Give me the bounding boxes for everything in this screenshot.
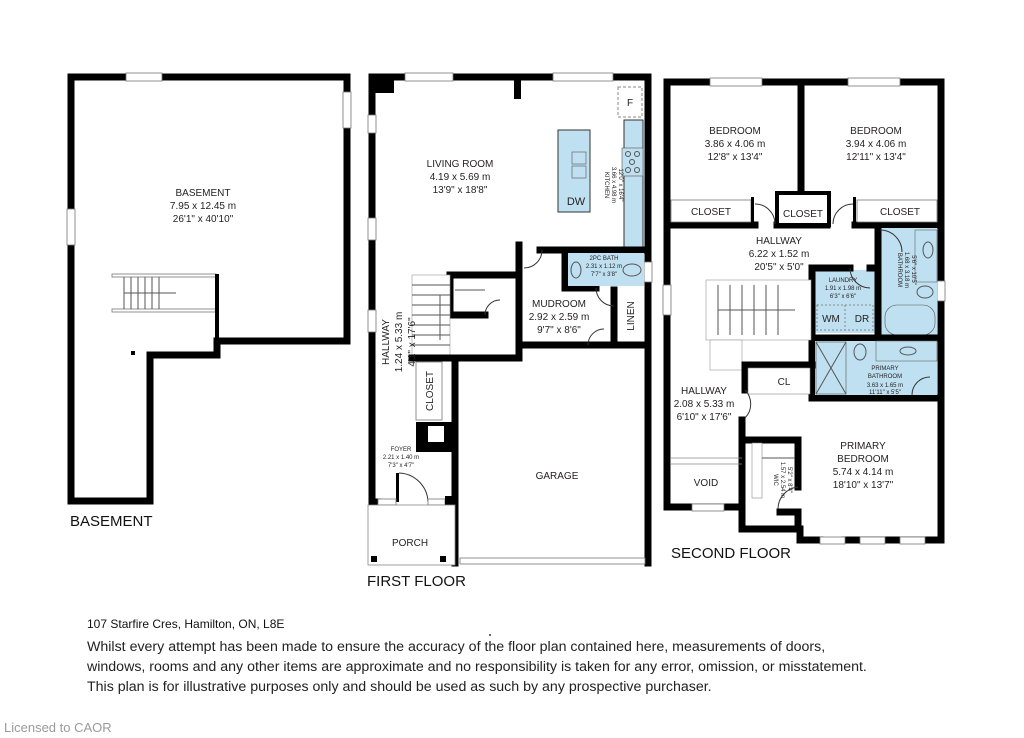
dishwasher-label: DW	[567, 196, 586, 208]
room-metric: 1.68 x 3.18 m	[903, 252, 909, 288]
footer: 107 Starfire Cres, Hamilton, ON, L8E Whi…	[87, 617, 1007, 697]
room-imperial: 18'10" x 13'7"	[833, 480, 894, 491]
room-name: KITCHEN	[603, 172, 609, 198]
room-metric: 3.94 x 4.06 m	[846, 139, 907, 150]
room-imperial: 7'3" x 4'7"	[388, 463, 414, 469]
room-name: PRIMARY	[840, 441, 886, 452]
washer-label: WM	[822, 314, 840, 325]
fridge-label: F	[627, 98, 633, 109]
closet-label: CLOSET	[425, 371, 436, 411]
first-floor-plan: F DW KITCHEN 3.66 x 4.98 m 12'0" x 16'4"…	[367, 72, 653, 590]
room-imperial: 6'3" x 6'6"	[830, 294, 856, 300]
room-name: WIC	[772, 474, 778, 486]
stove-icon	[621, 147, 644, 177]
room-metric: 2.31 x 1.12 m	[586, 264, 622, 270]
dryer-label: DR	[855, 314, 869, 325]
room-metric: 1.24 x 5.33 m	[394, 312, 405, 373]
floor-title-second-floor: SECOND FLOOR	[671, 545, 791, 562]
room-imperial: 13'9" x 18'8"	[433, 185, 488, 196]
sink-icon	[571, 151, 587, 179]
room-imperial: 7'7" x 3'8"	[591, 272, 617, 278]
closet-label: CLOSET	[691, 207, 731, 218]
license-watermark: Licensed to CAOR	[4, 720, 112, 735]
room-name: LIVING ROOM	[427, 159, 494, 170]
room-imperial: 12'11" x 13'4"	[846, 152, 906, 163]
room-metric: 3.66 x 4.98 m	[610, 167, 616, 203]
room-imperial: 26'1" x 40'10"	[173, 214, 234, 225]
room-metric: 5.74 x 4.14 m	[833, 467, 894, 478]
room-metric: 3.63 x 1.65 m	[867, 383, 903, 389]
room-imperial: 11'11" x 5'5"	[869, 390, 901, 396]
room-metric: 7.95 x 12.45 m	[170, 201, 236, 212]
second-floor-stairs	[705, 279, 812, 371]
floor-title-first-floor: FIRST FLOOR	[367, 573, 466, 590]
room-name: PRIMARY	[871, 366, 898, 372]
closet-label: CLOSET	[880, 207, 920, 218]
room-metric: 2.92 x 2.59 m	[529, 312, 590, 323]
void-label: VOID	[694, 478, 718, 489]
property-address: 107 Starfire Cres, Hamilton, ON, L8E	[87, 617, 285, 631]
closet-label: CLOSET	[783, 209, 823, 220]
closet-label: CL	[778, 377, 791, 388]
floor-plan: BASEMENT 7.95 x 12.45 m 26'1" x 40'10" B…	[66, 72, 946, 590]
room-metric: 1.91 x 1.98 m	[825, 286, 861, 292]
room-metric: 3.86 x 4.06 m	[705, 139, 766, 150]
second-floor-plan: CLOSET CLOSET CLOSET BEDROOM 3.86 x 4.06…	[662, 77, 946, 562]
garage-label: GARAGE	[536, 471, 579, 482]
room-name: FOYER	[391, 447, 412, 453]
disclaimer-line: This plan is for illustrative purposes o…	[87, 679, 712, 695]
room-metric: 2.21 x 1.40 m	[383, 455, 419, 461]
disclaimer-line: Whilst every attempt has been made to en…	[87, 639, 826, 655]
disclaimer-line: windows, rooms and any other items are a…	[87, 659, 867, 675]
room-imperial: 12'0" x 16'4"	[617, 169, 623, 202]
room-name: BEDROOM	[850, 126, 902, 137]
room-metric: 6.22 x 1.52 m	[749, 249, 810, 260]
porch-label: PORCH	[392, 538, 428, 549]
room-name-2: BEDROOM	[837, 454, 889, 465]
room-imperial: 5'2" x 8'4"	[786, 467, 792, 493]
room-imperial: 12'8" x 13'4"	[708, 152, 763, 163]
room-imperial: 4'1" x 17'6"	[407, 317, 418, 367]
room-name: BATHROOM	[896, 253, 902, 287]
room-imperial: 5'6" x 10'5"	[910, 255, 916, 285]
kitchen-counter	[623, 119, 644, 249]
room-name: LAUNDRY	[829, 278, 858, 284]
room-name: HALLWAY	[756, 236, 802, 247]
basement-plan: BASEMENT 7.95 x 12.45 m 26'1" x 40'10" B…	[66, 72, 352, 530]
room-metric: 2.08 x 5.33 m	[674, 399, 735, 410]
room-imperial: 20'5" x 5'0"	[754, 262, 804, 273]
room-name: BEDROOM	[709, 126, 761, 137]
room-name: HALLWAY	[681, 386, 727, 397]
room-name: MUDROOM	[532, 299, 586, 310]
room-name: BASEMENT	[175, 188, 230, 199]
room-name: 2PC BATH	[590, 256, 619, 262]
floor-title-basement: BASEMENT	[70, 513, 153, 530]
speck	[489, 634, 491, 636]
disclaimer: Whilst every attempt has been made to en…	[87, 637, 1007, 697]
room-metric: 4.19 x 5.69 m	[430, 172, 491, 183]
garage-door	[459, 557, 646, 565]
basement-stairs	[111, 273, 219, 344]
first-floor-stairs	[411, 271, 519, 356]
room-imperial: 6'10" x 17'6"	[677, 412, 732, 423]
post-icon	[131, 351, 135, 355]
linen-closet-label: LINEN	[626, 301, 637, 330]
room-imperial: 9'7" x 8'6"	[537, 325, 581, 336]
room-name: HALLWAY	[381, 319, 392, 365]
room-metric: 1.57 x 2.54 m	[779, 462, 785, 498]
room-name-2: BATHROOM	[868, 374, 902, 380]
